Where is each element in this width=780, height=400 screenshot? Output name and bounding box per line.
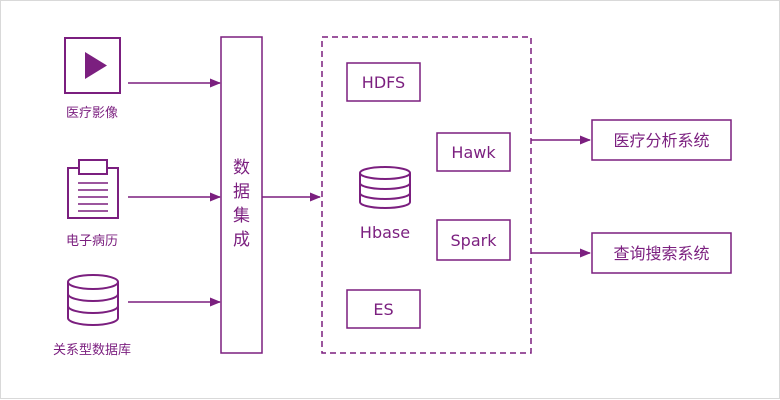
- component-spark: Spark: [436, 219, 511, 261]
- integration-char-1: 数: [233, 158, 250, 178]
- component-hawk: Hawk: [436, 132, 511, 172]
- component-hdfs: HDFS: [346, 62, 421, 102]
- component-label-hbase: Hbase: [360, 223, 410, 242]
- source-medical-imaging: 医疗影像: [64, 37, 121, 121]
- platform-dashed-border: [321, 36, 532, 354]
- data-integration-box: 数 据 集 成: [220, 36, 263, 354]
- component-hbase: Hbase: [359, 166, 411, 242]
- source-label-relational-db: 关系型数据库: [53, 342, 131, 358]
- big-data-platform: HDFS Hawk Hbase Spark ES: [321, 36, 532, 354]
- output-label-search: 查询搜索系统: [613, 244, 709, 263]
- component-es: ES: [346, 289, 421, 329]
- output-label-analysis: 医疗分析系统: [613, 131, 709, 150]
- source-relational-db: 关系型数据库: [53, 274, 131, 358]
- component-label-hdfs: HDFS: [362, 73, 405, 92]
- source-label-emr: 电子病历: [66, 234, 118, 249]
- source-label-medical-imaging: 医疗影像: [66, 106, 118, 121]
- clipboard-document-icon: [67, 159, 119, 219]
- integration-char-3: 集: [233, 206, 250, 226]
- play-video-icon: [64, 37, 121, 94]
- source-emr: 电子病历: [66, 159, 119, 249]
- integration-char-4: 成: [233, 230, 250, 250]
- database-icon: [359, 166, 411, 209]
- database-icon: [67, 274, 119, 326]
- output-search-system: 查询搜索系统: [591, 232, 732, 274]
- component-label-spark: Spark: [451, 231, 498, 250]
- output-analysis-system: 医疗分析系统: [591, 119, 732, 161]
- component-label-hawk: Hawk: [451, 143, 496, 162]
- integration-char-2: 据: [233, 182, 250, 202]
- component-label-es: ES: [373, 300, 393, 319]
